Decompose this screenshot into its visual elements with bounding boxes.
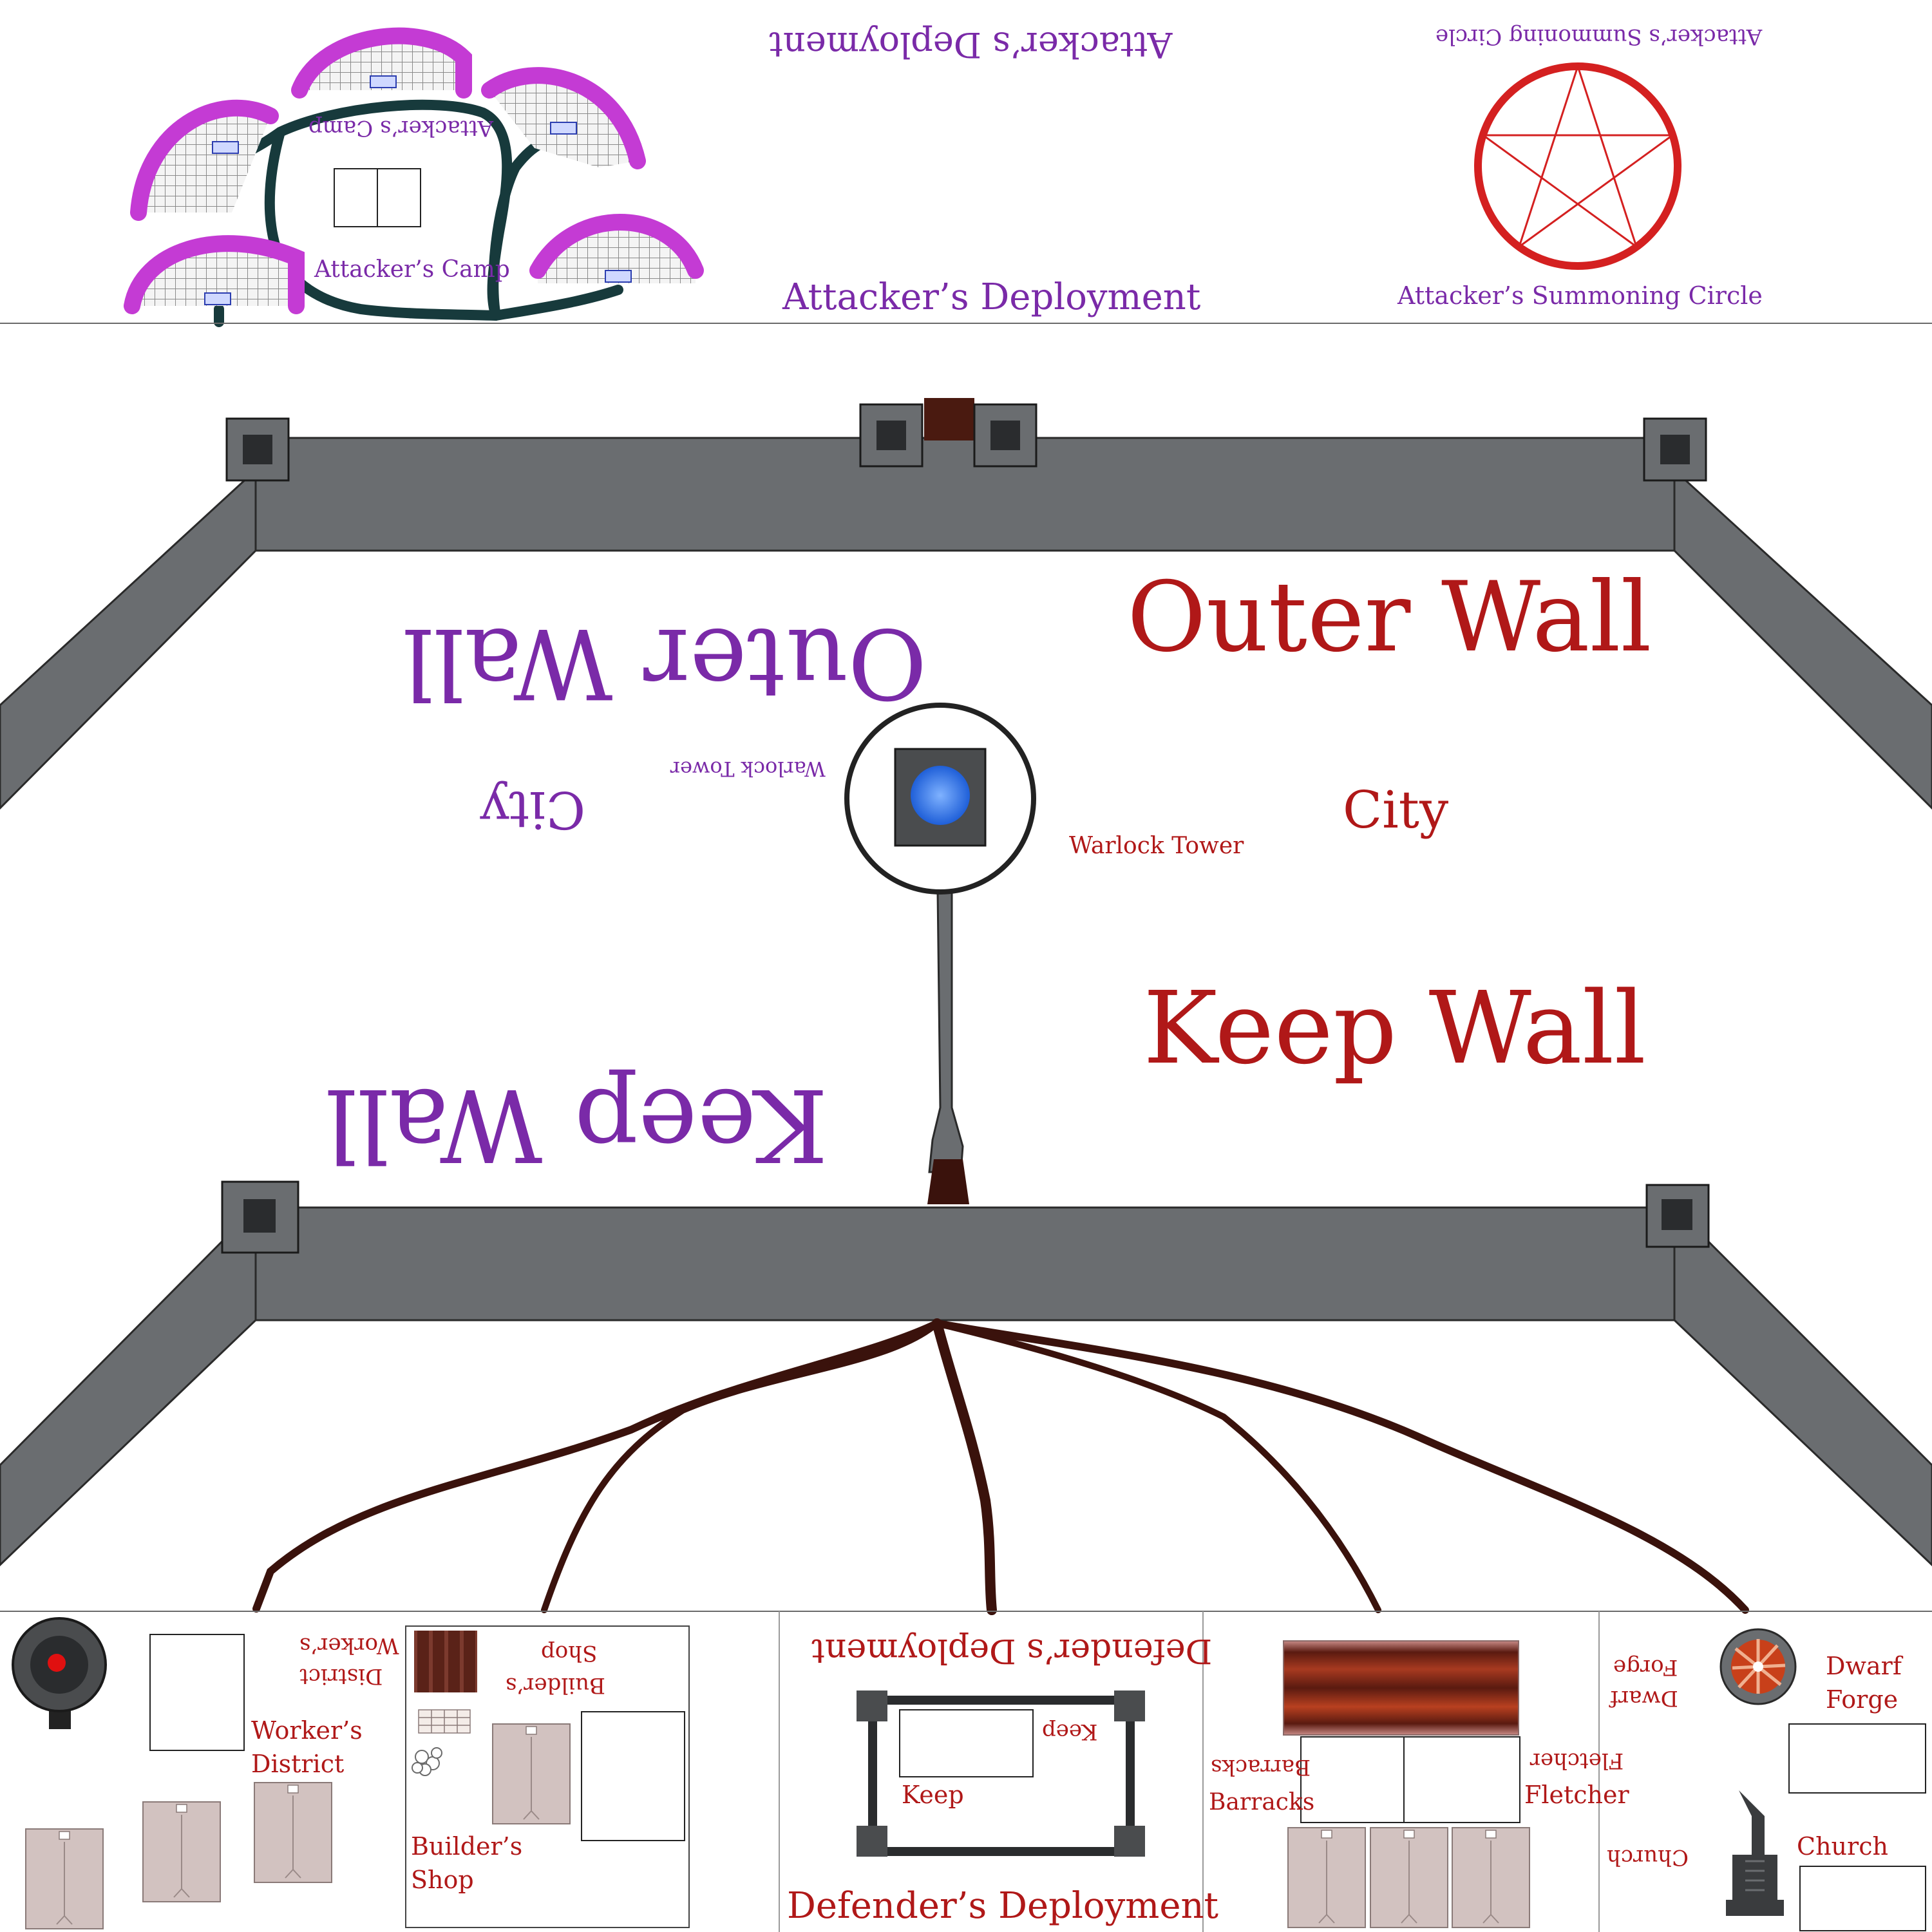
keep-wall-label: Keep Wall	[1143, 970, 1646, 1086]
wall-tower	[225, 417, 290, 482]
barracks-label: Barracks	[1209, 1789, 1314, 1815]
barracks-house	[1287, 1827, 1366, 1928]
church-icon	[1726, 1790, 1784, 1916]
builders-storage	[581, 1711, 685, 1841]
builders-shop-flipped-1: Builder’s	[506, 1672, 605, 1698]
keep	[857, 1690, 1145, 1857]
builders-shop-flipped-2: Shop	[541, 1640, 597, 1666]
dwarf-forge-flipped-2: Forge	[1613, 1654, 1678, 1680]
barracks-house	[1452, 1827, 1530, 1928]
keep-flipped: Keep	[1042, 1719, 1098, 1745]
attackers-camp-flipped: Attacker’s Camp	[308, 115, 494, 141]
workers-district-plot	[149, 1634, 245, 1751]
tent-icon	[291, 27, 472, 99]
fletcher-plot	[1403, 1736, 1520, 1823]
workers-district-flipped-1: Worker’s	[299, 1633, 399, 1658]
builder-house	[492, 1723, 571, 1824]
attackers-deployment-flipped: Attacker’s Deployment	[769, 24, 1173, 65]
summoning-circle-flipped: Attacker’s Summoning Circle	[1435, 24, 1763, 50]
workers-district-label-1: Worker’s	[251, 1716, 363, 1745]
barracks-roof	[1283, 1640, 1519, 1736]
church-plot	[1799, 1866, 1926, 1931]
keep-wall-flipped: Keep Wall	[325, 1066, 828, 1183]
worker-house	[254, 1782, 332, 1883]
workers-district-flipped-2: District	[299, 1663, 383, 1689]
defenders-deployment-flipped: Defender’s Deployment	[811, 1631, 1212, 1670]
outer-wall	[0, 437, 1932, 810]
tunnel-roots	[252, 1318, 1749, 1615]
dwarf-forge-label-1: Dwarf	[1826, 1652, 1904, 1680]
cannon-icon	[12, 1617, 107, 1729]
barracks-house	[1370, 1827, 1448, 1928]
tent-icon	[124, 235, 305, 314]
keep-wall	[0, 1205, 1932, 1567]
dwarf-forge-flipped-1: Dwarf	[1609, 1685, 1678, 1711]
tent-icon	[481, 67, 646, 169]
wall-tower	[1645, 1184, 1710, 1248]
gate-icon	[859, 398, 1037, 468]
attackers-deployment-label: Attacker’s Deployment	[782, 276, 1201, 318]
attackers-camp-label: Attacker’s Camp	[314, 256, 510, 283]
outer-wall-label: Outer Wall	[1127, 562, 1652, 674]
builders-shop-label-1: Builder’s	[411, 1832, 522, 1861]
pentagram-icon	[1474, 62, 1681, 270]
church-label: Church	[1797, 1832, 1888, 1861]
dwarf-forge-plot	[1788, 1723, 1926, 1794]
tent-icon	[529, 214, 704, 283]
city-label: City	[1343, 780, 1448, 840]
wall-tower	[1643, 417, 1707, 482]
warlock-tower	[844, 703, 1036, 1204]
defenders-deployment-label: Defender’s Deployment	[787, 1885, 1219, 1927]
outer-wall-flipped: Outer Wall	[402, 607, 927, 719]
worker-house	[25, 1828, 104, 1929]
workers-district-label-2: District	[251, 1750, 344, 1778]
summoning-circle-label: Attacker’s Summoning Circle	[1397, 281, 1763, 310]
dwarf-forge-label-2: Forge	[1826, 1685, 1898, 1714]
warlock-orb-icon	[911, 766, 970, 825]
wall-tower	[221, 1180, 299, 1254]
tent-icon	[130, 99, 279, 221]
keep-label: Keep	[902, 1781, 964, 1809]
church-flipped: Church	[1607, 1844, 1689, 1870]
warlock-tower-label: Warlock Tower	[1069, 833, 1244, 859]
lumber-pile	[414, 1631, 477, 1692]
fletcher-flipped: Fletcher	[1530, 1748, 1624, 1774]
barracks-plot	[1300, 1736, 1405, 1823]
worker-house	[142, 1801, 221, 1902]
barracks-flipped: Barracks	[1211, 1754, 1311, 1780]
fletcher-label: Fletcher	[1524, 1781, 1630, 1809]
forge-icon	[1719, 1628, 1797, 1705]
city-flipped: City	[480, 780, 585, 840]
warlock-tower-flipped: Warlock Tower	[670, 757, 826, 781]
stone-pile	[412, 1747, 442, 1776]
builders-shop-label-2: Shop	[411, 1866, 474, 1894]
